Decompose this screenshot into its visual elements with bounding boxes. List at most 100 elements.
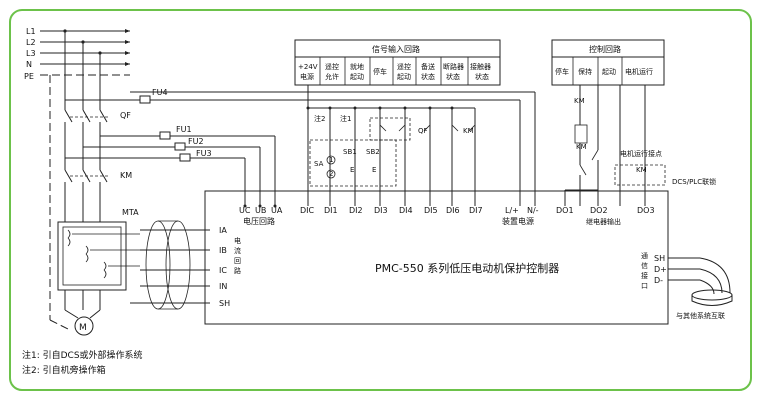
terminal-n: N/- — [527, 206, 539, 215]
qf-contact-label: QF — [418, 127, 428, 135]
terminal-di2: DI2 — [349, 206, 363, 215]
breaker-label: QF — [120, 111, 131, 120]
sig-col-1a: +24V — [298, 63, 318, 71]
sig-col-8b: 状态 — [475, 72, 489, 81]
fuse-group: FU4 FU1 FU2 FU3 — [65, 88, 520, 206]
note-1-label: 注1 — [340, 114, 351, 123]
contactor-label: KM — [120, 171, 132, 180]
voltage-caption: 电压回路 — [243, 216, 275, 226]
dcs-link-label: DCS/PLC联锁 — [672, 177, 716, 186]
motor-label: M — [79, 323, 87, 333]
breaker-qf: QF — [64, 109, 131, 170]
terminal-di4: DI4 — [399, 206, 413, 215]
relay-km-1: KM — [574, 97, 585, 105]
comm-caption-4: 口 — [641, 282, 648, 290]
sb1-label: SB1 — [343, 148, 357, 156]
terminal-ia: IA — [219, 226, 227, 235]
di-terminals: DIC DI1 DI2 DI3 DI4 DI5 DI6 DI7 — [300, 206, 483, 215]
current-caption-2: 流 — [234, 246, 241, 255]
terminal-di6: DI6 — [446, 206, 460, 215]
terminal-do2: DO2 — [590, 206, 608, 215]
fuse-fu1-label: FU1 — [176, 125, 192, 134]
terminal-ic: IC — [219, 266, 227, 275]
line-label-l3: L3 — [26, 49, 36, 58]
e-label-1: E — [350, 166, 354, 174]
signal-input-table: 信号输入回路 +24V 电源 遥控 允许 就地 起动 停车 遥控 起动 备送 状… — [294, 39, 501, 86]
diagram-frame — [9, 9, 752, 391]
pos-2-label: 2 — [329, 170, 333, 178]
note-1: 注1: 引自DCS或外部操作系统 — [22, 349, 143, 361]
terminal-comm-dminus: D- — [654, 276, 663, 285]
fuse-fu2-label: FU2 — [188, 137, 204, 146]
transformer-label: MTA — [122, 208, 139, 217]
terminal-ua: UA — [271, 206, 283, 215]
note-2-label: 注2 — [314, 114, 325, 123]
do-caption: 继电器输出 — [586, 217, 621, 226]
sig-col-7a: 断路器 — [443, 62, 464, 71]
terminal-do1: DO1 — [556, 206, 574, 215]
terminal-dic: DIC — [300, 206, 315, 215]
control-loop-table: 控制回路 停车 保持 起动 电机运行 — [551, 39, 665, 86]
sig-col-5b: 起动 — [397, 72, 411, 81]
do-wiring: KM KM 电机运行接点 KM DCS/PLC联锁 DO1 DO2 DO3 继电… — [556, 85, 716, 226]
current-caption-4: 路 — [234, 266, 241, 275]
line-label-l2: L2 — [26, 38, 36, 47]
sig-col-8a: 接触器 — [470, 62, 491, 71]
terminal-l: L/+ — [505, 206, 519, 215]
pos-1-label: 1 — [329, 156, 333, 164]
comm-caption-2: 信 — [641, 261, 648, 270]
sig-col-5a: 遥控 — [397, 62, 411, 71]
terminal-ub: UB — [255, 206, 266, 215]
note-2: 注2: 引自机旁操作箱 — [22, 364, 106, 376]
relay-km-2: KM — [576, 143, 587, 151]
terminal-di3: DI3 — [374, 206, 388, 215]
relay-km-3: KM — [636, 166, 647, 174]
motor-run-contact: 电机运行接点 — [620, 149, 662, 158]
line-label-l1: L1 — [26, 27, 36, 36]
sa-label: SA — [314, 160, 324, 168]
notes: 注1: 引自DCS或外部操作系统 注2: 引自机旁操作箱 — [22, 349, 143, 376]
terminal-di1: DI1 — [324, 206, 338, 215]
power-bus: L1 L2 L3 N PE — [24, 27, 130, 331]
sig-col-1b: 电源 — [300, 72, 314, 81]
line-label-pe: PE — [24, 72, 34, 81]
km-contact-label: KM — [463, 127, 474, 135]
signal-input-title: 信号输入回路 — [372, 44, 420, 54]
terminal-di5: DI5 — [424, 206, 438, 215]
ctl-col-2: 保持 — [578, 67, 592, 76]
power-terminals: L/+ N/- 装置电源 — [130, 91, 539, 226]
sig-col-2b: 允许 — [325, 72, 339, 81]
sig-col-6b: 状态 — [421, 72, 435, 81]
transformer-mta: MTA — [57, 208, 140, 310]
ctl-col-3: 起动 — [602, 67, 616, 76]
sig-col-2a: 遥控 — [325, 62, 339, 71]
sig-col-3a: 就地 — [350, 62, 364, 71]
terminal-ib: IB — [219, 246, 227, 255]
contactor-km: KM — [64, 169, 132, 222]
terminal-in: IN — [219, 282, 227, 291]
sb2-label: SB2 — [366, 148, 380, 156]
terminal-comm-dplus: D+ — [654, 265, 667, 274]
sig-col-6a: 备送 — [421, 62, 435, 71]
sig-col-3b: 起动 — [350, 72, 364, 81]
ctl-col-4: 电机运行 — [625, 67, 653, 76]
ctl-col-1: 停车 — [555, 67, 569, 76]
e-label-2: E — [372, 166, 376, 174]
terminal-uc: UC — [239, 206, 251, 215]
comm-caption-3: 接 — [641, 271, 648, 280]
comm-caption-1: 通 — [641, 251, 648, 260]
current-cable — [130, 220, 210, 310]
interconnect-label: 与其他系统互联 — [676, 311, 725, 320]
current-terminals: IA IB IC IN SH 电 流 回 路 — [219, 226, 241, 308]
control-loop-title: 控制回路 — [589, 44, 621, 54]
fuse-fu3-label: FU3 — [196, 149, 212, 158]
sig-col-7b: 状态 — [446, 72, 460, 81]
power-caption: 装置电源 — [502, 216, 534, 226]
current-caption-1: 电 — [234, 236, 241, 245]
comm-interface: 通 信 接 口 SH D+ D- 与其他系统互联 — [641, 251, 733, 320]
device-name: PMC-550 系列低压电动机保护控制器 — [375, 261, 559, 275]
sig-col-4a: 停车 — [373, 67, 387, 76]
terminal-sh: SH — [219, 299, 230, 308]
terminal-comm-sh: SH — [654, 254, 665, 263]
